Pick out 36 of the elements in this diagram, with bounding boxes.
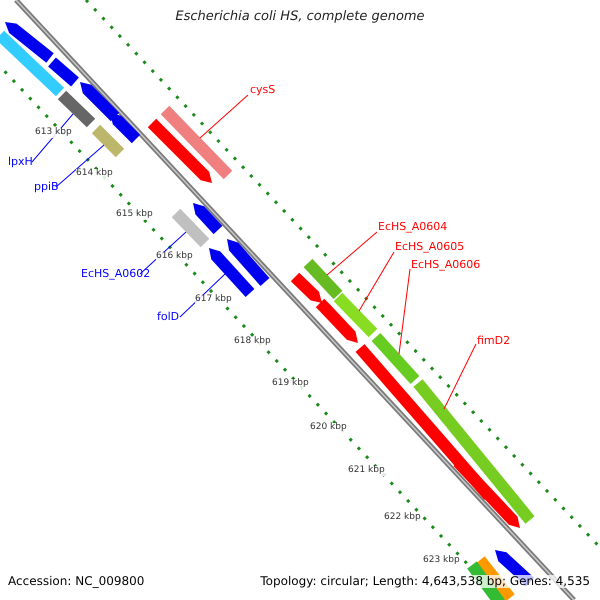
accession-text: Accession: NC_009800: [8, 575, 144, 588]
position-label: 613 kbp: [35, 128, 72, 138]
gene-feature: [372, 333, 420, 384]
gene-label: lpxH: [8, 156, 33, 168]
position-label: 614 kbp: [76, 169, 113, 179]
leader-line: [200, 94, 248, 138]
map-title: Escherichia coli HS, complete genome: [174, 10, 426, 24]
position-label: 620 kbp: [310, 423, 347, 433]
gene-label: EcHS_A0604: [378, 221, 448, 234]
position-label: 616 kbp: [156, 252, 193, 262]
gene-label: cysS: [250, 84, 276, 96]
gene-label: EcHS_A0602: [81, 268, 150, 280]
gene-label: EcHS_A0606: [411, 259, 480, 272]
gene-feature: [334, 292, 378, 338]
position-label: 615 kbp: [116, 210, 153, 220]
leader-line: [358, 252, 394, 312]
gene-feature: [92, 124, 124, 158]
genome-info-text: Topology: circular; Length: 4,643,538 bp; Genes: 4,535: [260, 575, 590, 588]
gene-label: ppiB: [34, 181, 59, 194]
leader-line: [444, 344, 476, 410]
position-label: 623 kbp: [423, 556, 460, 566]
gene-label: folD: [157, 311, 180, 324]
gene-feature: [58, 90, 96, 128]
position-label: 621 kbp: [348, 466, 385, 476]
gene-feature: [160, 106, 232, 180]
leader-line: [326, 232, 378, 276]
position-label: 622 kbp: [384, 513, 421, 523]
position-label: 619 kbp: [272, 379, 309, 389]
leader-line: [56, 144, 104, 188]
gene-label: fimD2: [477, 335, 510, 348]
position-label: 618 kbp: [234, 337, 271, 347]
gene-feature: [172, 208, 210, 248]
leader-line: [398, 268, 410, 354]
gene-feature: [304, 258, 342, 300]
gene-label: EcHS_A0605: [395, 241, 464, 254]
position-label: 617 kbp: [195, 295, 232, 305]
